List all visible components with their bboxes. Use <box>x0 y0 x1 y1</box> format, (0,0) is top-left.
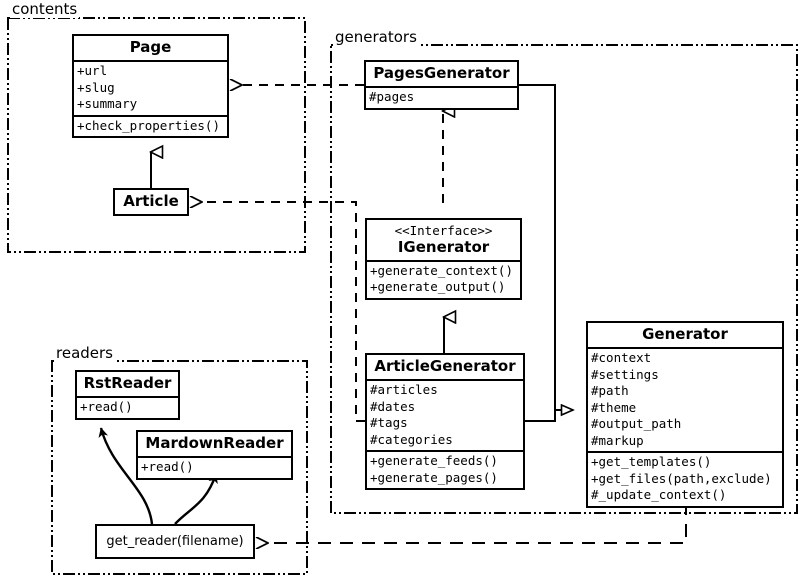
attribute-item: #pages <box>369 89 415 105</box>
method-item: +read() <box>141 459 194 475</box>
method-item: +read() <box>80 399 133 415</box>
method-item: #_update_context() <box>591 487 727 503</box>
class-name-article: Article <box>123 192 179 210</box>
attribute-item: #tags <box>370 415 408 431</box>
class-name-page: Page <box>129 38 172 56</box>
class-methods-page: +check_properties() <box>74 114 227 137</box>
class-attributes-pagesgenerator: #pages <box>366 86 517 108</box>
class-box-pagesgenerator[interactable]: PagesGenerator #pages <box>364 60 519 110</box>
method-item: +get_files(path,exclude) <box>591 470 772 486</box>
method-item: +generate_context() <box>370 262 513 278</box>
class-box-article[interactable]: Article <box>113 188 189 217</box>
class-attributes-generator: #context #settings #path #theme #output_… <box>588 347 782 451</box>
attribute-item: #articles <box>370 382 438 398</box>
method-item: +generate_feeds() <box>370 453 498 469</box>
method-item: +generate_output() <box>370 279 506 295</box>
class-box-igenerator[interactable]: <<Interface>> IGenerator +generate_conte… <box>365 218 522 300</box>
class-name-articlegenerator: ArticleGenerator <box>374 357 516 375</box>
relation-articlegenerator-to-article <box>202 202 365 422</box>
attribute-item: +slug <box>77 79 115 95</box>
class-methods-articlegenerator: +generate_feeds() +generate_pages() <box>367 450 523 488</box>
class-attributes-page: +url +slug +summary <box>74 60 227 115</box>
relation-pagesgenerator-to-generator <box>519 84 573 410</box>
class-methods-igenerator: +generate_context() +generate_output() <box>367 259 520 298</box>
attribute-item: +url <box>77 63 108 79</box>
class-box-mardownreader[interactable]: MardownReader +read() <box>136 430 293 480</box>
package-label-readers: readers <box>54 344 115 362</box>
class-box-articlegenerator[interactable]: ArticleGenerator #articles #dates #tags … <box>365 353 525 491</box>
package-label-contents: contents <box>10 0 80 18</box>
class-stereotype-igenerator: <<Interface>> <box>394 223 493 238</box>
attribute-item: #output_path <box>591 416 682 432</box>
attribute-item: #categories <box>370 431 453 447</box>
class-methods-mardownreader: +read() <box>138 456 291 478</box>
method-item: +check_properties() <box>77 117 220 133</box>
attribute-item: #settings <box>591 366 659 382</box>
package-label-generators: generators <box>333 28 419 46</box>
package-border-contents <box>7 17 306 253</box>
class-box-page[interactable]: Page +url +slug +summary +check_properti… <box>72 34 229 139</box>
class-methods-rstreader: +read() <box>77 396 178 418</box>
function-label-get-reader: get_reader(filename) <box>106 534 244 549</box>
class-name-rstreader: RstReader <box>83 374 172 392</box>
method-item: +get_templates() <box>591 454 712 470</box>
class-name-mardownreader: MardownReader <box>145 434 284 452</box>
class-name-igenerator: <<Interface>> IGenerator <box>367 220 520 260</box>
function-box-get-reader[interactable]: get_reader(filename) <box>95 524 255 559</box>
class-name-pagesgenerator: PagesGenerator <box>373 64 510 82</box>
class-box-generator[interactable]: Generator #context #settings #path #them… <box>586 321 784 508</box>
relation-articlegenerator-to-generator <box>525 410 556 422</box>
class-attributes-articlegenerator: #articles #dates #tags #categories <box>367 379 523 450</box>
package-border-generators <box>330 44 798 514</box>
method-item: +generate_pages() <box>370 469 498 485</box>
relation-get-reader-to-mardownreader <box>174 473 218 525</box>
attribute-item: #theme <box>591 399 637 415</box>
class-name-generator: Generator <box>642 325 728 343</box>
attribute-item: #markup <box>591 432 644 448</box>
package-border-readers <box>51 360 308 575</box>
class-box-rstreader[interactable]: RstReader +read() <box>75 370 180 420</box>
relation-generator-to-get-reader <box>268 502 687 543</box>
attribute-item: +summary <box>77 96 138 112</box>
attribute-item: #context <box>591 350 652 366</box>
relation-get-reader-to-rstreader <box>98 427 154 525</box>
attribute-item: #dates <box>370 398 416 414</box>
attribute-item: #path <box>591 383 629 399</box>
class-methods-generator: +get_templates() +get_files(path,exclude… <box>588 451 782 506</box>
class-name-text-igenerator: IGenerator <box>397 237 490 256</box>
